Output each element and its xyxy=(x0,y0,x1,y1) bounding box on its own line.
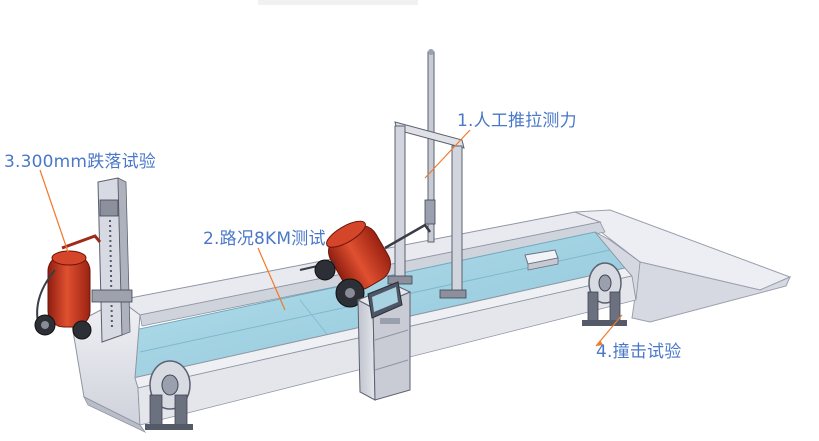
label-road-test: 2.路况8KM测试 xyxy=(203,224,326,249)
label-push-force: 1.人工推拉测力 xyxy=(457,106,577,131)
label-impact-test: 4.撞击试验 xyxy=(596,337,681,362)
control-cabinet-icon xyxy=(358,282,410,400)
label-drop-test: 3.300mm跌落试验 xyxy=(4,147,156,172)
leader-drop-test xyxy=(40,170,68,252)
top-strip xyxy=(258,0,418,5)
